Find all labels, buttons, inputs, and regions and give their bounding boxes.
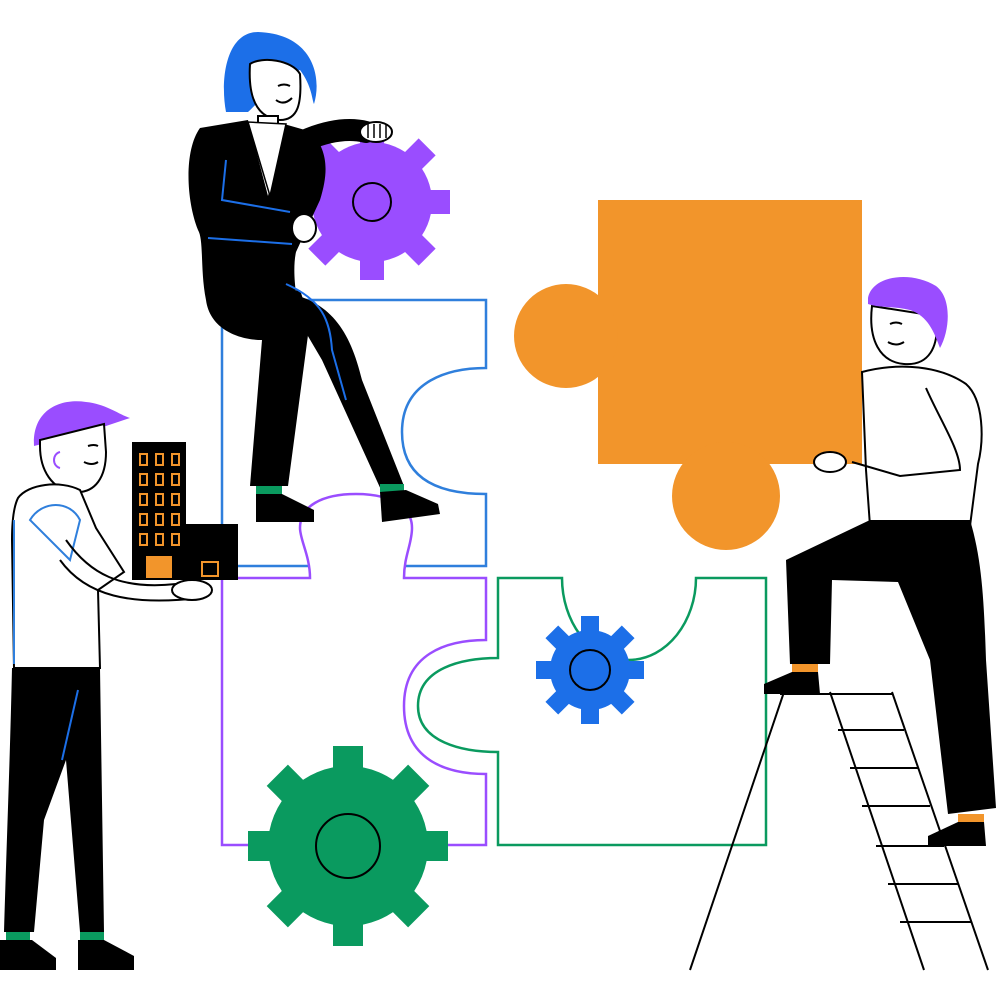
orange-puzzle-piece xyxy=(514,200,862,550)
building-icon xyxy=(132,442,238,580)
woman-sitting-figure xyxy=(188,32,440,522)
man-with-building-figure xyxy=(0,401,213,970)
gear-icon xyxy=(248,746,448,946)
gear-icon xyxy=(536,616,644,724)
man-on-ladder-figure xyxy=(764,276,996,846)
